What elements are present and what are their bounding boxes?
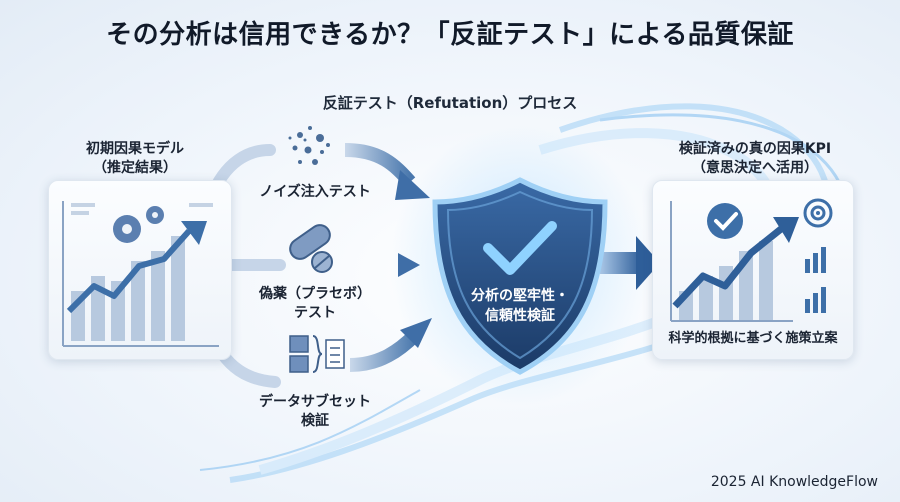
test-placebo-label: 偽薬（プラセボ） テスト bbox=[245, 285, 385, 323]
test-placebo-line1: 偽薬（プラセボ） bbox=[259, 286, 371, 302]
test-subset-line1: データサブセット bbox=[259, 394, 371, 410]
verified-kpi-card: 科学的根拠に基づく施策立案 bbox=[652, 180, 854, 360]
right-heading: 検証済みの真の因果KPI （意思決定へ活用） bbox=[650, 140, 860, 178]
shield-label: 分析の堅牢性・ 信頼性検証 bbox=[445, 286, 595, 326]
chart-gears-icon bbox=[62, 201, 219, 347]
right-caption: 科学的根拠に基づく施策立案 bbox=[668, 331, 838, 346]
pill-icon bbox=[289, 224, 333, 273]
test-subset-label: データサブセット 検証 bbox=[245, 393, 385, 431]
subset-icon bbox=[289, 335, 345, 373]
output-arrow bbox=[600, 236, 660, 290]
left-heading-line1: 初期因果モデル bbox=[86, 141, 184, 157]
right-heading-line1: 検証済みの真の因果KPI bbox=[678, 141, 832, 157]
shield-icon bbox=[432, 177, 608, 375]
shield-line2: 信頼性検証 bbox=[485, 308, 555, 324]
noise-icon bbox=[288, 126, 330, 165]
flow-arrows-to-shield bbox=[344, 143, 432, 372]
left-heading: 初期因果モデル （推定結果） bbox=[40, 140, 230, 178]
process-label: 反証テスト（Refutation）プロセス bbox=[322, 94, 578, 112]
target-icon bbox=[803, 198, 833, 228]
check-icon bbox=[483, 221, 557, 275]
kpi-chart-icon bbox=[670, 198, 833, 322]
initial-model-card bbox=[48, 180, 232, 360]
test-subset-line2: 検証 bbox=[301, 413, 329, 429]
test-placebo-line2: テスト bbox=[294, 305, 336, 321]
footer-credit: 2025 AI KnowledgeFlow bbox=[710, 474, 878, 490]
page-title: その分析は信用できるか？「反証テスト」による品質保証 bbox=[106, 20, 794, 50]
left-heading-line2: （推定結果） bbox=[93, 160, 177, 176]
test-noise-label: ノイズ注入テスト bbox=[245, 183, 385, 202]
test-noise-line1: ノイズ注入テスト bbox=[259, 184, 371, 200]
right-heading-line2: （意思決定へ活用） bbox=[692, 160, 818, 176]
shield-line1: 分析の堅牢性・ bbox=[471, 288, 569, 304]
